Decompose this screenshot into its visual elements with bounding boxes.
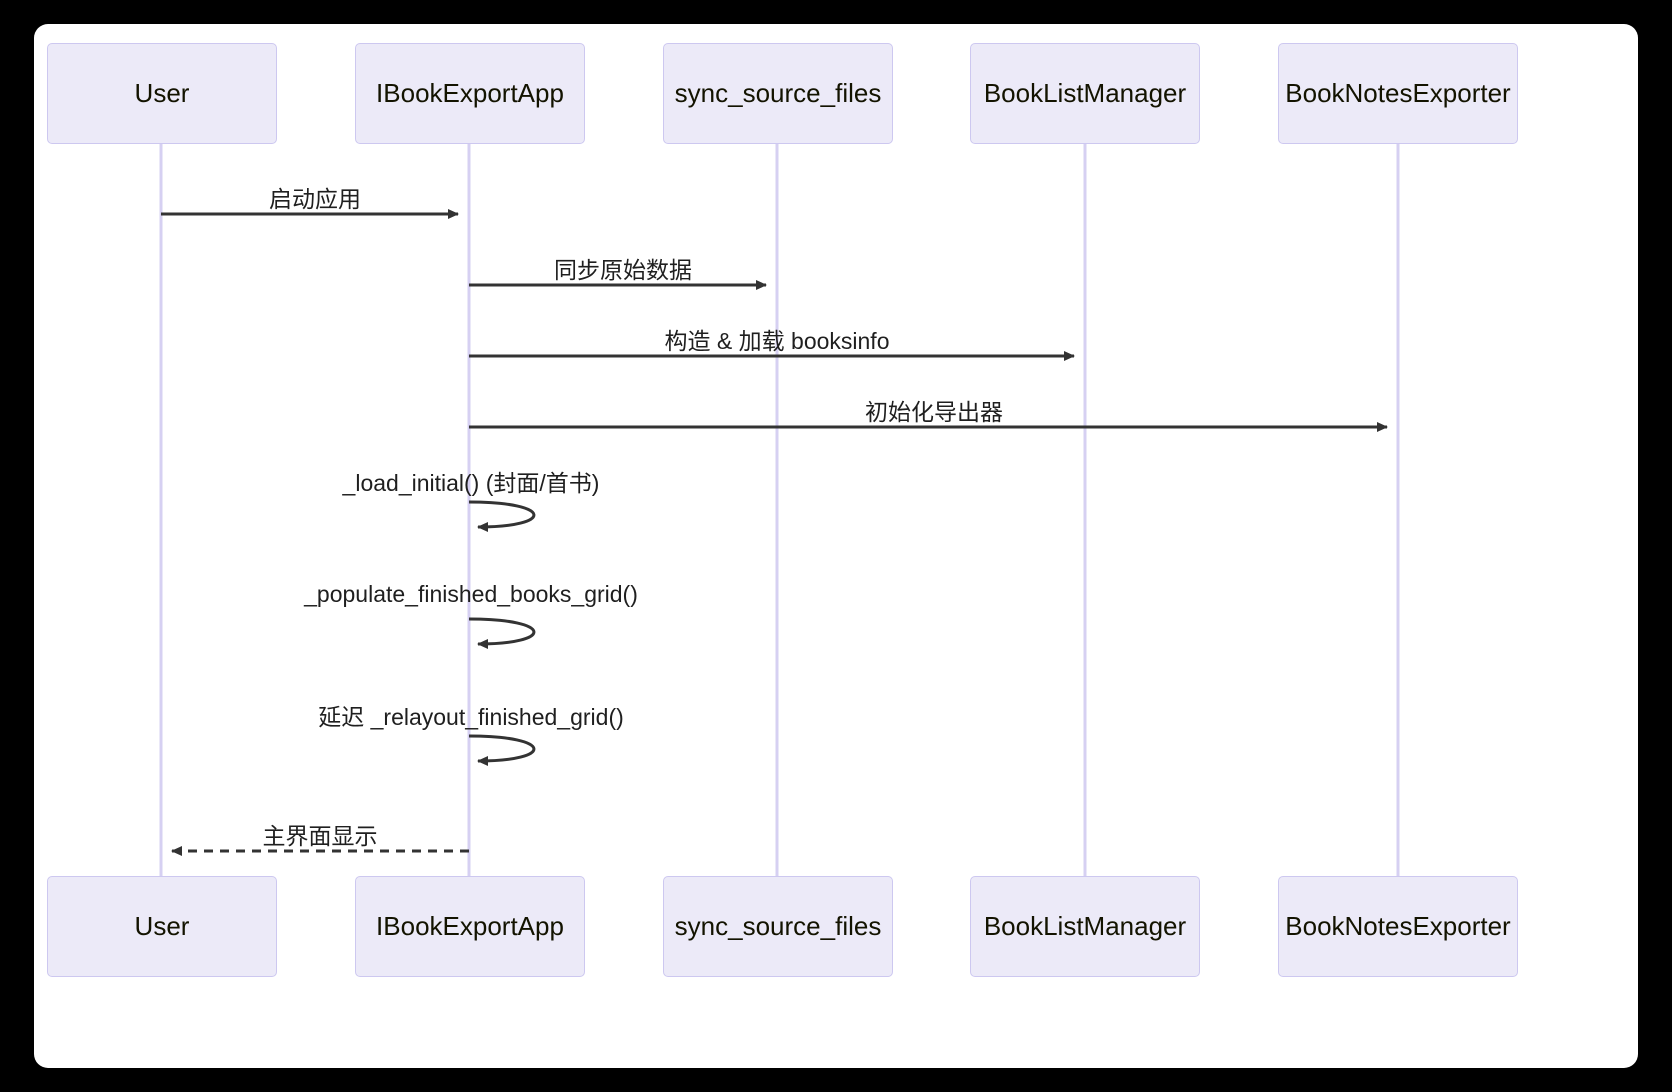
- message-arrows: [161, 209, 1388, 856]
- message-label-2: 构造 & 加载 booksinfo: [664, 328, 890, 354]
- participant-label: sync_source_files: [674, 77, 882, 108]
- message-label-5: _populate_finished_books_grid(): [304, 581, 638, 607]
- message-label-6: 延迟 _relayout_finished_grid(): [318, 704, 624, 730]
- message-arrow-4-self: [468, 500, 536, 532]
- participant-label: BookListManager: [983, 77, 1187, 108]
- participant-box-top-user[interactable]: User: [47, 43, 277, 144]
- participant-label: User: [134, 910, 190, 941]
- message-label-7: 主界面显示: [262, 823, 378, 849]
- participant-box-bottom-booklist[interactable]: BookListManager: [970, 876, 1200, 977]
- participant-label: BookNotesExporter: [1285, 910, 1511, 941]
- participant-label: sync_source_files: [674, 910, 882, 941]
- sequence-diagram-surface: User IBookExportApp sync_source_files Bo…: [34, 24, 1638, 1068]
- message-arrow-5-self: [468, 617, 536, 649]
- participant-box-bottom-exporter[interactable]: BookNotesExporter: [1278, 876, 1518, 977]
- participant-box-bottom-sync[interactable]: sync_source_files: [663, 876, 893, 977]
- participant-box-top-app[interactable]: IBookExportApp: [355, 43, 585, 144]
- participant-label: IBookExportApp: [376, 77, 564, 108]
- participant-box-top-exporter[interactable]: BookNotesExporter: [1278, 43, 1518, 144]
- diagram-vector-layer: [159, 144, 1400, 876]
- participant-label: User: [134, 77, 190, 108]
- participant-box-top-sync[interactable]: sync_source_files: [663, 43, 893, 144]
- message-label-1: 同步原始数据: [554, 257, 692, 283]
- participant-label: IBookExportApp: [376, 910, 564, 941]
- participant-box-bottom-user[interactable]: User: [47, 876, 277, 977]
- message-label-0: 启动应用: [269, 186, 361, 212]
- lifelines: [159, 144, 1400, 876]
- participant-box-top-booklist[interactable]: BookListManager: [970, 43, 1200, 144]
- message-arrow-6-self: [468, 734, 536, 766]
- message-label-4: _load_initial() (封面/首书): [342, 470, 600, 496]
- participant-label: BookNotesExporter: [1285, 77, 1511, 108]
- message-label-3: 初始化导出器: [865, 399, 1003, 425]
- participant-label: BookListManager: [983, 910, 1187, 941]
- participant-box-bottom-app[interactable]: IBookExportApp: [355, 876, 585, 977]
